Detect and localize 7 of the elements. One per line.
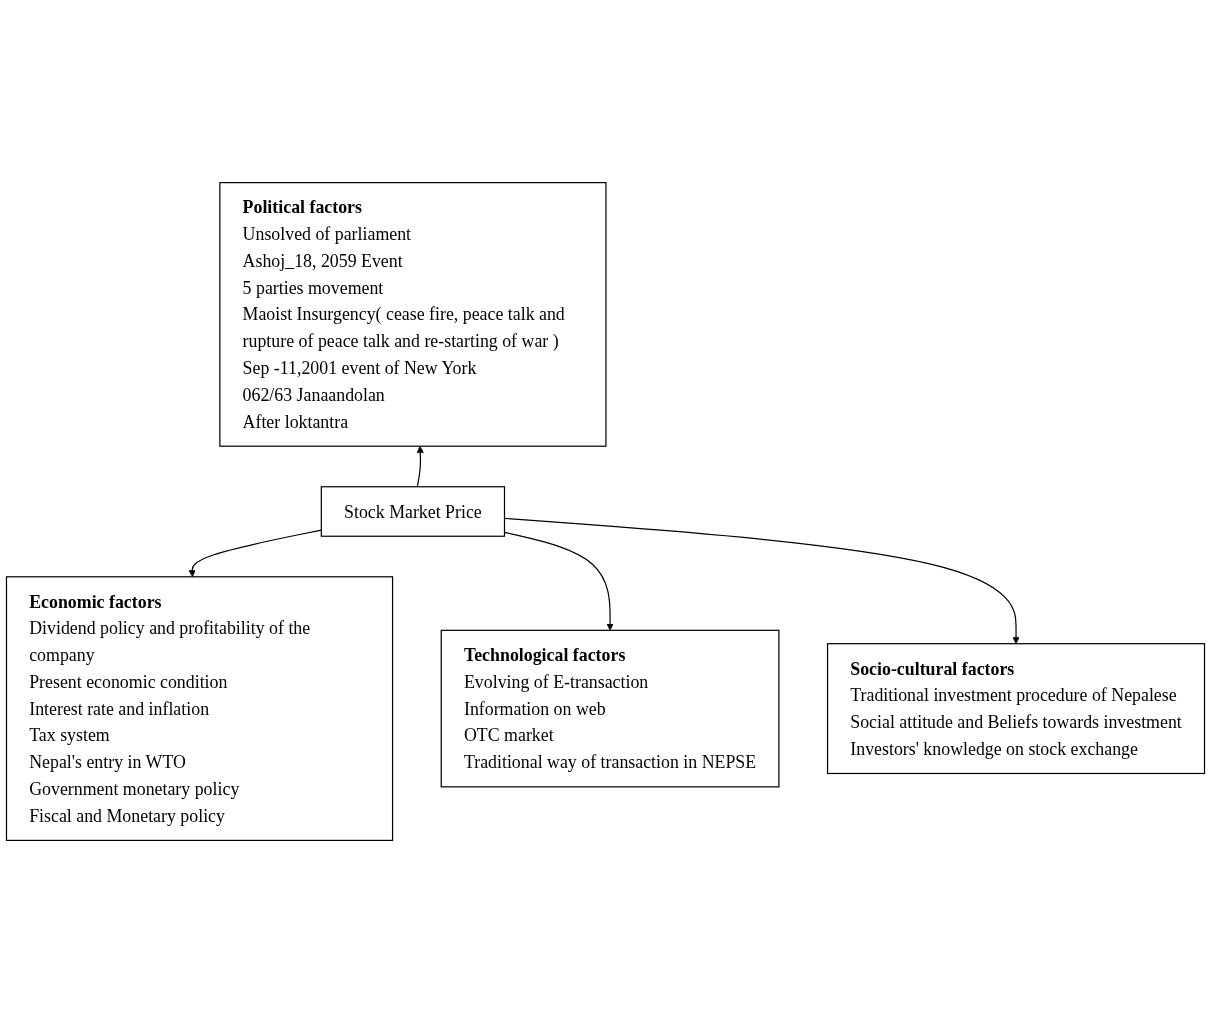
node-box: Technological factors Evolving of E-transaction Information on web OTC market Traditional way of transaction in NEPSE	[440, 629, 780, 788]
arrow	[188, 529, 322, 578]
node-box: Political factors Unsolved of parliament Ashoj_18, 2059 Event 5 parties movement Maoist Insurgency( cease fire, peace talk and rupture of peace talk and re-starting of war ) Sep -11,2001 event of New York 062/63 Janaandolan After loktantra	[219, 182, 607, 447]
arrow	[416, 445, 424, 488]
node-box: Stock Market Price	[320, 486, 506, 537]
node-box: Socio-cultural factors Traditional investment procedure of Nepalese Social attitude and Beliefs towards investment Investors' knowledge on stock exchange	[826, 643, 1206, 775]
node-box: Economic factors Dividend policy and profitability of the company Present economic condition Interest rate and inflation Tax system Nepal's entry in WTO Government monetary policy Fiscal and Monetary policy	[5, 576, 394, 841]
